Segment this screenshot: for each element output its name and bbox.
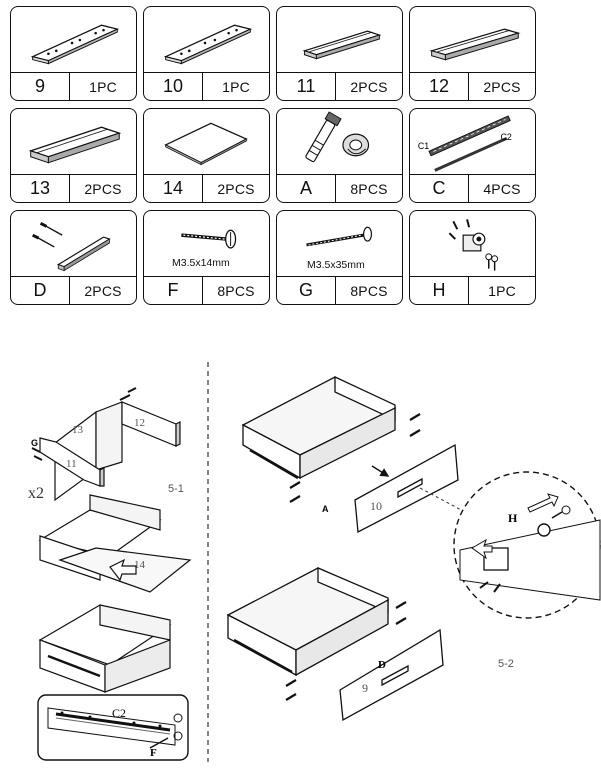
bottom-panel-icon [164,122,248,166]
label-h: H [508,511,518,525]
label-14: 14 [134,559,146,571]
part-number: G [277,277,336,304]
part-number: C [410,175,469,202]
label-f: F [150,747,157,759]
part-quantity: 2PCS [84,282,122,299]
rail-c2-label: C2 [501,132,512,142]
part-card-c: C1 C2 C 4PCS [409,108,536,203]
step-5-1-rails [38,604,172,693]
part-quantity: 2PCS [84,180,122,197]
label-c2: C2 [112,706,126,720]
step-5-2-drawer-bottom [226,567,444,722]
step-5-2-drawer-top [241,375,459,534]
part-number: D [11,277,70,304]
assembly-steps: 13 12 11 G x2 5-1 14 C2 F [28,362,601,762]
part-number: 14 [144,175,203,202]
part-number: 10 [144,73,203,100]
part-card-g: M3.5x35mm G 8PCS [276,210,403,305]
part-number: F [144,277,203,304]
label-g: G [31,438,38,448]
part-card-12: 12 2PCS [409,6,536,101]
part-number: 13 [11,175,70,202]
rail-detail-inset [37,694,189,761]
label-10: 10 [370,499,382,513]
rail-c1-label: C1 [418,141,429,151]
cam-lock-fitting-icon [305,111,370,163]
label-11: 11 [66,458,77,470]
lock-detail-circle [453,471,601,619]
part-quantity: 8PCS [350,180,388,197]
part-card-13: 13 2PCS [10,108,137,203]
handle-with-screws-icon [31,222,111,272]
part-number: A [277,175,336,202]
label-9: 9 [362,681,368,695]
drawer-slide-rails-icon: C1 C2 [418,115,512,172]
short-screw-icon [181,229,237,249]
part-card-f: M3.5x14mm F 8PCS [143,210,270,305]
step-number-5-2: 5-2 [498,658,514,670]
grooved-board-icon [302,30,382,60]
part-number: 12 [410,73,469,100]
part-card-a: A 8PCS [276,108,403,203]
part-card-9: 9 1PC [10,6,137,101]
part-card-14: 14 2PCS [143,108,270,203]
part-quantity: 2PCS [350,78,388,95]
label-d: D [378,659,386,671]
part-quantity: 1PC [222,78,250,95]
grooved-board-icon [429,28,521,61]
part-number: 9 [11,73,70,100]
label-12: 12 [134,417,145,429]
part-quantity: 8PCS [217,282,255,299]
step-5-1-bottom-panel [38,494,192,593]
part-quantity: 1PC [488,282,516,299]
part-quantity: 8PCS [350,282,388,299]
screw-spec: M3.5x35mm [307,259,365,271]
multiplier: x2 [28,485,44,502]
part-card-10: 10 1PC [143,6,270,101]
part-quantity: 4PCS [483,180,521,197]
part-quantity: 2PCS [483,78,521,95]
part-card-d: D 2PCS [10,210,137,305]
part-card-11: 11 2PCS [276,6,403,101]
grooved-board-icon [28,126,122,164]
part-quantity: 2PCS [217,180,255,197]
side-panel-icon [163,24,253,65]
part-quantity: 1PC [89,78,117,95]
drawer-lock-with-key-icon [448,219,499,271]
screw-spec: M3.5x14mm [172,257,230,269]
side-panel-icon [30,24,120,65]
part-card-h: H 1PC [409,210,536,305]
step-5-1-frame [31,387,181,502]
part-number: H [410,277,469,304]
label-13: 13 [72,424,84,436]
label-a: A [322,504,329,514]
part-number: 11 [277,73,336,100]
step-number-5-1: 5-1 [168,483,184,495]
long-screw-icon [306,226,373,247]
